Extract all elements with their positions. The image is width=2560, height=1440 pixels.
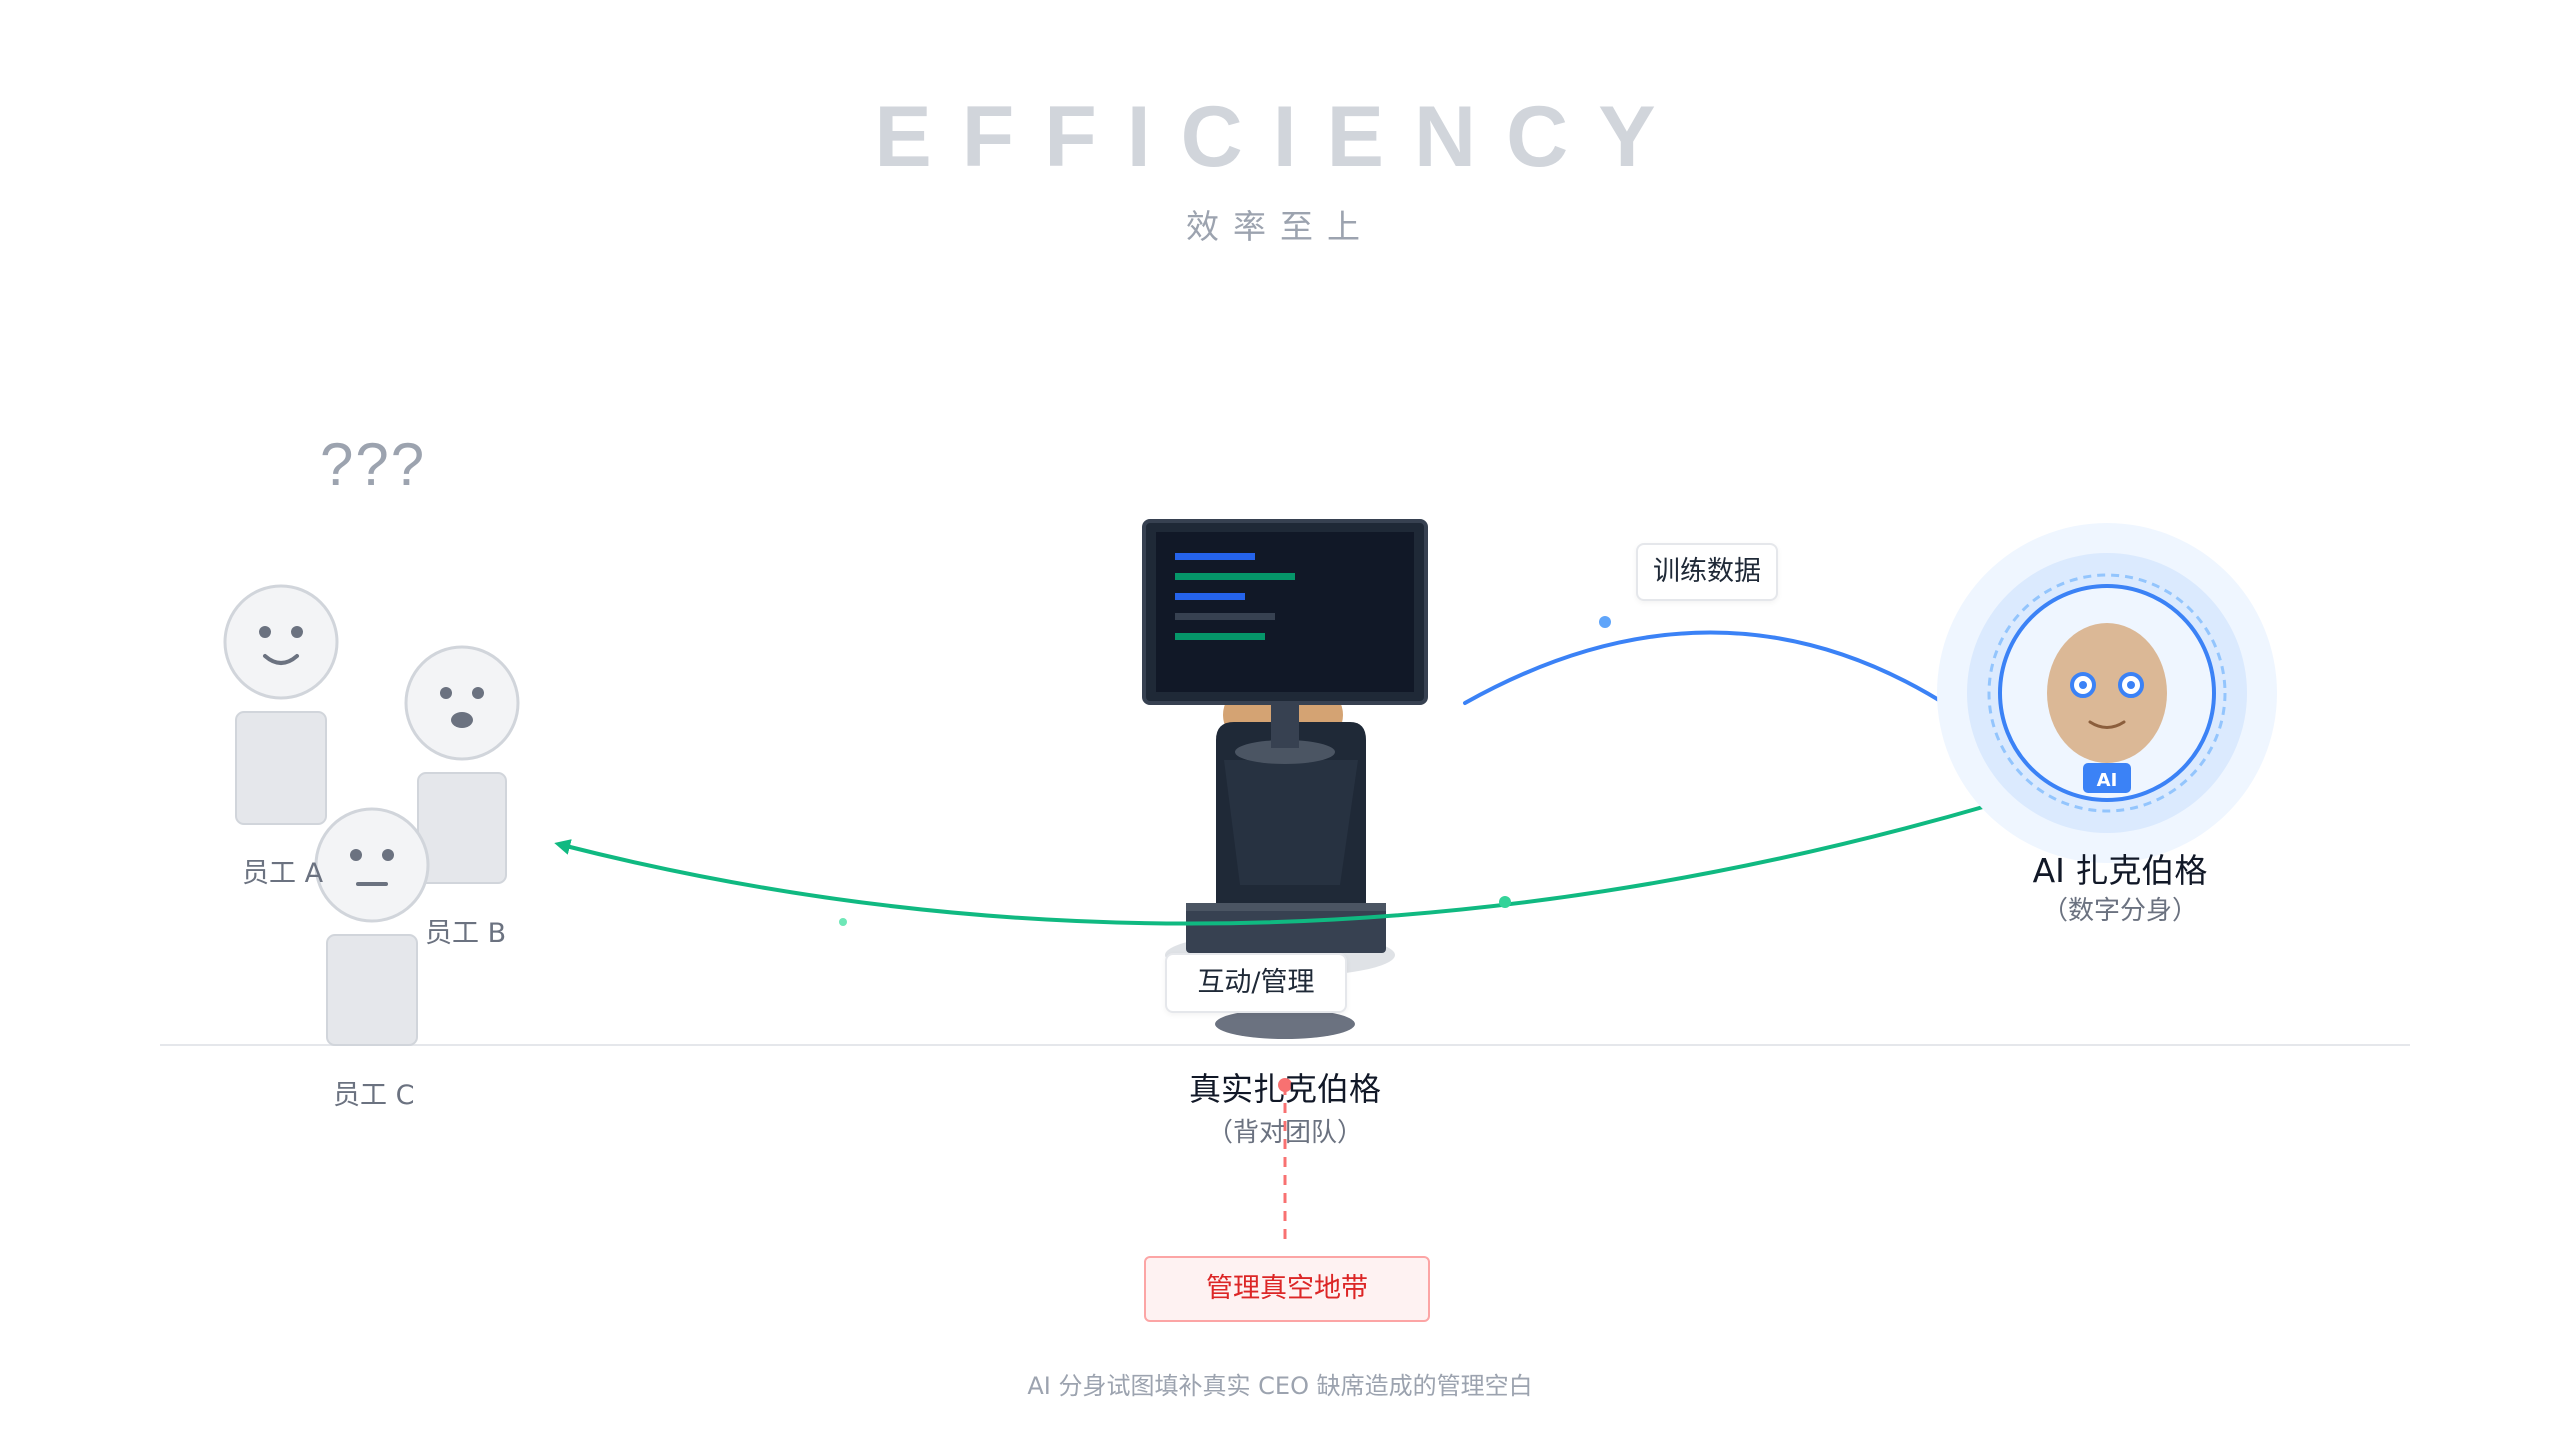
confusion-marks: ??? xyxy=(320,431,427,498)
employee-a-body xyxy=(235,711,327,825)
ai-dashed-ring xyxy=(1987,573,2227,813)
real-ceo-figure xyxy=(1142,519,1428,1039)
training-data-label: 训练数据 xyxy=(1636,543,1778,601)
management-vacuum-box: 管理真空地带 xyxy=(1144,1256,1430,1322)
real-ceo-sub: （背对团队） xyxy=(1206,1118,1363,1148)
ai-ceo-sub: （数字分身） xyxy=(2041,896,2198,926)
employee-c-head xyxy=(314,807,430,923)
ai-badge xyxy=(2083,763,2131,793)
employee-b-body xyxy=(417,772,507,884)
interaction-label: 互动/管理 xyxy=(1165,953,1347,1013)
employee-c-body xyxy=(326,934,418,1046)
page-title: EFFICIENCY xyxy=(874,89,1686,185)
ai-smile-icon xyxy=(2088,720,2126,729)
ai-ceo-name: AI 扎克伯格 xyxy=(2032,851,2208,890)
training-data-arrow xyxy=(1463,630,1956,711)
surprised-mouth-icon xyxy=(451,712,473,728)
employee-b-label: 员工 B xyxy=(425,918,507,949)
interaction-arrow xyxy=(554,803,1992,926)
flow-dot xyxy=(1599,616,1611,628)
ai-face xyxy=(2047,623,2167,763)
ai-avatar: AI xyxy=(1937,523,2277,863)
employee-a-figure xyxy=(223,584,339,825)
flow-dot xyxy=(1499,896,1511,908)
employee-c-label: 员工 C xyxy=(333,1080,415,1111)
page-subtitle: 效率至上 xyxy=(1186,207,1374,246)
desk xyxy=(1186,903,1386,953)
smile-icon xyxy=(263,654,299,665)
real-ceo-name: 真实扎克伯格 xyxy=(1188,1070,1381,1108)
footer-caption: AI 分身试图填补真实 CEO 缺席造成的管理空白 xyxy=(1027,1372,1533,1400)
employee-b-figure xyxy=(404,645,520,884)
chair-base xyxy=(1215,1009,1355,1039)
employee-c-figure xyxy=(314,807,430,1046)
employee-b-head xyxy=(404,645,520,761)
flow-dot xyxy=(839,918,847,926)
employee-a-label: 员工 A xyxy=(242,858,324,889)
vacuum-origin-dot xyxy=(1278,1078,1292,1092)
ai-badge-text: AI xyxy=(2097,770,2118,791)
employee-a-head xyxy=(223,584,339,700)
